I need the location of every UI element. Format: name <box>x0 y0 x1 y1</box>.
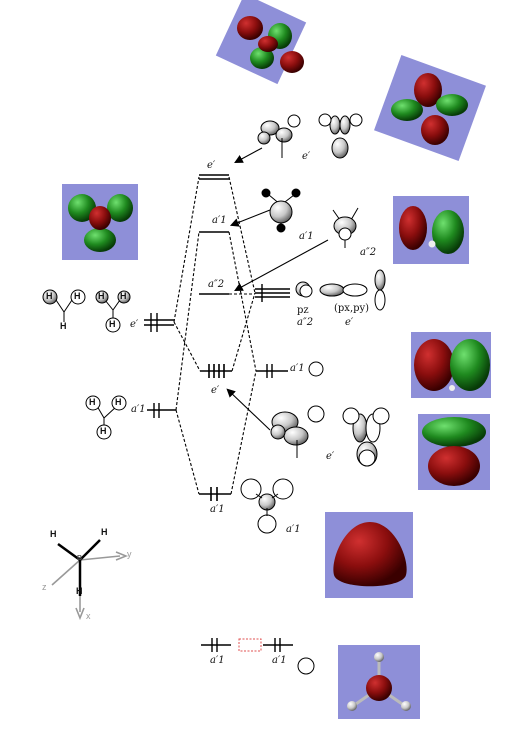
orbital-render-a1-prime-lower <box>325 512 413 598</box>
orbital-render-e-prime-py <box>418 414 490 490</box>
sketch-a1-prime-star <box>261 188 301 233</box>
mo-level-a1-prime-bonding <box>199 487 231 501</box>
label-a2-dprime-pz: a″2 <box>297 317 314 328</box>
label-a1-prime-b2s: a′1 <box>290 363 305 374</box>
label-a1-prime-star: a′1 <box>212 215 227 226</box>
sketch-b-px <box>319 283 368 297</box>
orbital-render-a2-dprime <box>393 196 469 264</box>
sketch-e-prime-bonding-1 <box>270 405 325 458</box>
h3-fragment-e-prime-2 <box>95 290 131 333</box>
label-e-prime-star: e′ <box>207 160 216 171</box>
h3-atom-label: H <box>46 291 53 301</box>
correlation-lines <box>173 176 257 495</box>
label-a1-prime-bottom-1: a′1 <box>210 655 225 666</box>
label-e-prime-bonding: e′ <box>211 385 220 396</box>
label-e-prime-top-sketch: e′ <box>302 151 311 162</box>
axis-h-label: H <box>50 529 57 539</box>
h3-atom-label: H <box>98 291 105 301</box>
sketch-a2-dprime <box>332 207 359 248</box>
mo-level-e-prime-bonding <box>200 364 232 378</box>
label-e-prime-bonding-sketch: e′ <box>326 451 335 462</box>
axis-label-z: z <box>42 582 47 592</box>
h3-atom-label: H <box>100 426 107 436</box>
orbital-render-e-prime-px <box>411 332 491 398</box>
label-e-prime-pxpy: e′ <box>345 317 354 328</box>
sketch-a1-prime-bonding <box>240 478 294 534</box>
orbital-render-a1-prime-upper <box>62 184 138 260</box>
mo-level-e-prime-star <box>199 174 229 180</box>
label-a1-prime-bottom-2: a′1 <box>272 655 287 666</box>
h3-fragment-a1-prime <box>85 395 127 440</box>
sketch-b-2s <box>308 361 324 377</box>
h3-atom-label: H <box>109 319 116 329</box>
axis-h-label: H <box>76 586 83 596</box>
axis-label-y: y <box>127 549 132 559</box>
label-a1-prime-sketch: a′1 <box>299 231 314 242</box>
axis-label-x: x <box>86 611 91 621</box>
sketch-e-prime-bonding-2 <box>342 407 390 467</box>
axis-sketch <box>51 539 129 621</box>
bottom-b-2s-circle <box>297 657 315 675</box>
axis-b-label: B <box>77 555 83 562</box>
sketch-e-prime-top-1 <box>257 114 301 158</box>
label-a2-dprime-sketch: a″2 <box>360 247 377 258</box>
orbital-render-e-prime-right <box>374 55 486 161</box>
ao-level-h3-a1-prime <box>147 403 176 418</box>
ao-level-h3-e-prime <box>144 313 174 332</box>
h3-atom-label: H <box>115 397 122 407</box>
sketch-b-py <box>374 269 386 311</box>
ao-level-b-2p <box>255 284 290 302</box>
orbital-render-e-prime-top <box>215 0 307 85</box>
label-a2-dprime-mo: a″2 <box>208 279 225 290</box>
label-pxpy: (px,py) <box>334 303 370 314</box>
sketch-b-pz <box>295 281 313 298</box>
pointer-arrows <box>226 147 329 431</box>
label-a1-prime-bonding: a′1 <box>210 504 225 515</box>
h3-atom-label: H <box>120 291 127 301</box>
ao-level-b-2s <box>256 364 288 378</box>
sketch-e-prime-top-2 <box>318 113 363 159</box>
label-a1-prime-h3: a′1 <box>131 404 146 415</box>
h3-atom-label: H <box>89 397 96 407</box>
h3-atom-label: H <box>74 291 81 301</box>
bottom-level-pair <box>201 638 293 652</box>
highlight-box <box>238 638 262 652</box>
axis-h-label: H <box>101 527 108 537</box>
h3-atom-label: H <box>60 321 67 331</box>
label-a1-prime-bonding-sketch: a′1 <box>286 524 301 535</box>
label-e-prime-h3: e′ <box>130 319 139 330</box>
label-pz: pz <box>297 305 309 316</box>
h3-fragment-e-prime-1 <box>42 289 86 322</box>
molecule-bh3-model <box>338 645 420 719</box>
